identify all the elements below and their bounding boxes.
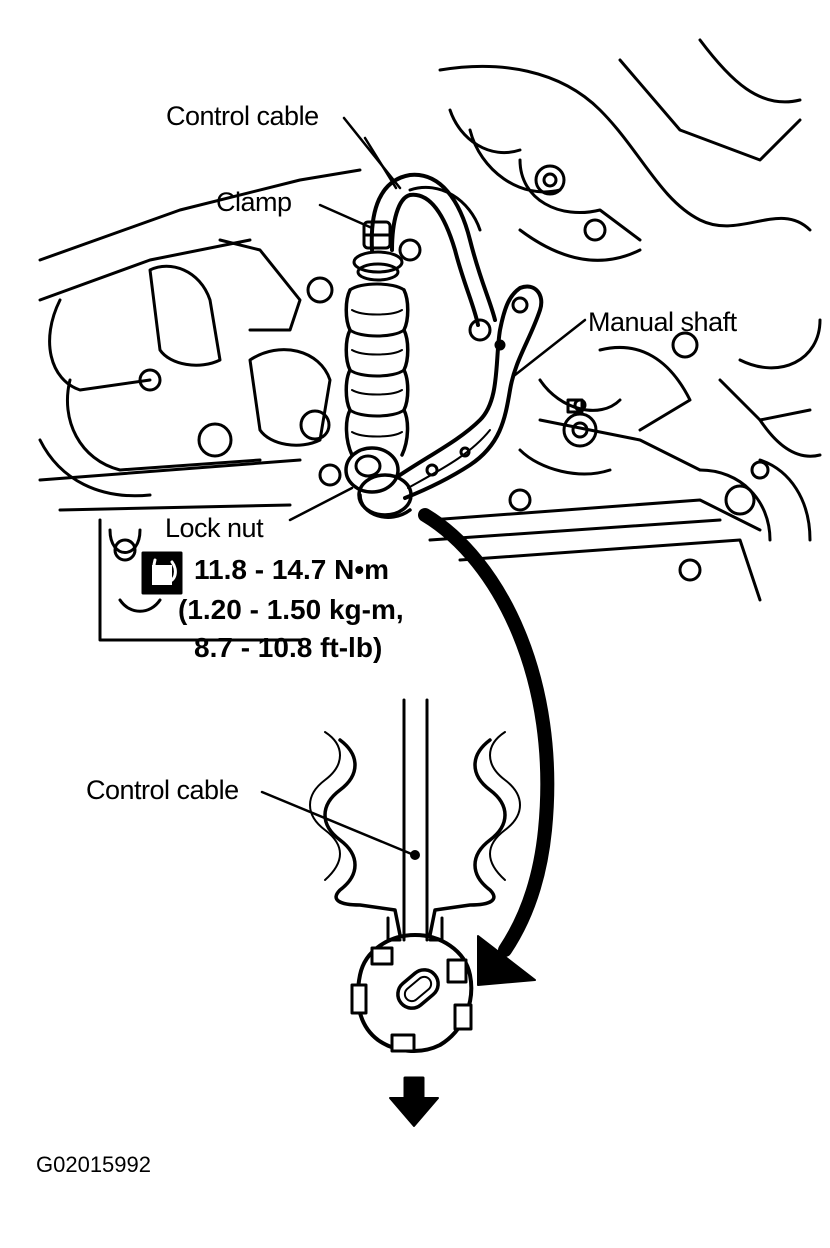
leader-control-cable-top — [342, 116, 402, 190]
cable-boot — [344, 250, 410, 457]
label-clamp: Clamp — [216, 187, 292, 217]
torque-line-3: 8.7 - 10.8 ft-lb) — [194, 632, 383, 663]
torque-line-1: 11.8 - 14.7 N•m — [194, 554, 390, 585]
control-cable-upper — [363, 136, 497, 327]
lock-nut — [288, 446, 413, 522]
transmission-housing — [38, 38, 822, 642]
direction-arrow-curved — [418, 508, 555, 986]
torque-line-2: (1.20 - 1.50 kg-m, — [178, 594, 404, 625]
clamp — [318, 203, 392, 250]
label-control-cable-bottom: Control cable — [86, 775, 239, 805]
label-control-cable-top: Control cable — [166, 101, 319, 131]
lower-detail — [260, 698, 521, 1053]
label-lock-nut: Lock nut — [165, 513, 264, 543]
label-manual-shaft: Manual shaft — [588, 307, 737, 337]
down-arrow-icon — [389, 1076, 439, 1127]
figure-id: G02015992 — [36, 1152, 151, 1177]
manual-shaft-lever — [398, 284, 587, 500]
torque-wrench-icon — [141, 551, 183, 595]
